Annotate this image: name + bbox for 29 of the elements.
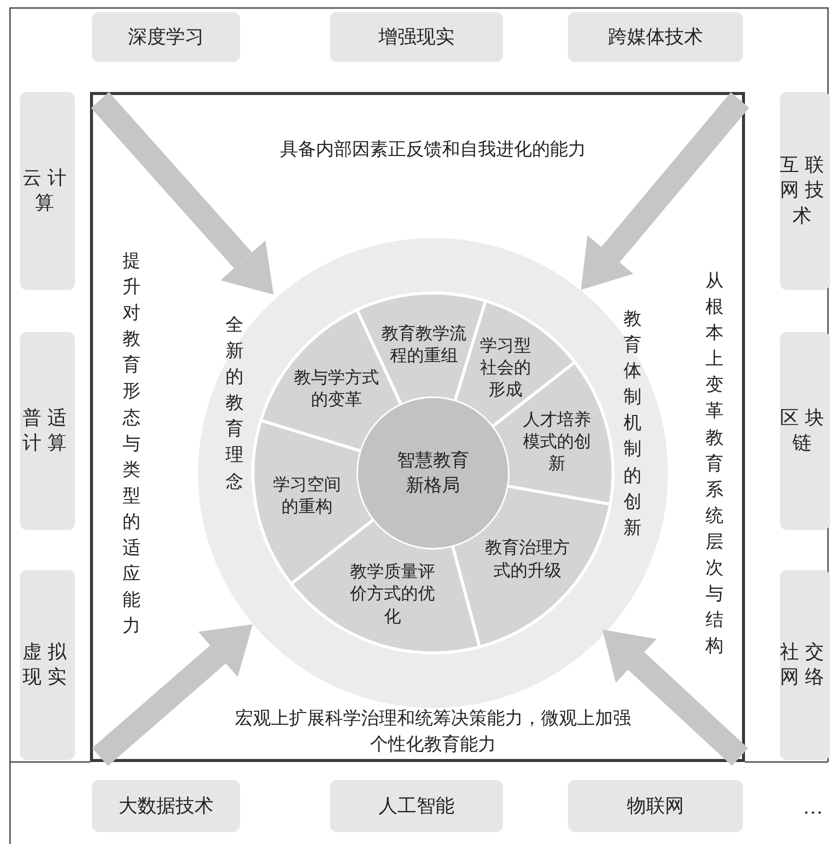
arrow xyxy=(91,92,274,295)
technology-box: 互联网技术 xyxy=(780,92,830,290)
technology-box: 区块链 xyxy=(780,332,830,530)
ellipsis-label: … xyxy=(803,796,823,820)
segment-label: 学习型社会的形成 xyxy=(480,334,531,401)
segment-label: 学习空间的重构 xyxy=(273,474,342,518)
technology-box: 深度学习 xyxy=(92,12,240,62)
ring-label: 教育体制机制的创新 xyxy=(624,308,642,540)
technology-box: 人工智能 xyxy=(330,780,503,832)
technology-box: 社交网络 xyxy=(780,570,830,760)
caption-text: 从根本上变革教育系统层次与结构 xyxy=(706,269,724,658)
arrow xyxy=(92,624,253,766)
caption-text: 宏观上扩展科学治理和统筹决策能力，微观上加强个性化教育能力 xyxy=(234,706,632,756)
ring-label: 全新的教育理念 xyxy=(226,314,244,494)
technology-box: 跨媒体技术 xyxy=(568,12,743,62)
arrow xyxy=(580,92,750,290)
technology-box: 增强现实 xyxy=(330,12,503,62)
technology-box: 云计算 xyxy=(20,92,75,290)
technology-box: 普适计算 xyxy=(20,332,75,530)
technology-box: 虚拟现实 xyxy=(20,570,75,760)
caption-text: 具备内部因素正反馈和自我进化的能力 xyxy=(279,138,587,161)
frame-box xyxy=(90,92,745,762)
arrow xyxy=(602,630,748,766)
segment-label: 教育教学流程的重组 xyxy=(382,323,467,368)
technology-box: 大数据技术 xyxy=(92,780,240,832)
segment-label: 教学质量评价方式的优化 xyxy=(350,561,435,628)
technology-box: 物联网 xyxy=(568,780,743,832)
segment-label: 人才培养模式的创新 xyxy=(522,408,592,476)
caption-text: 提升对教育形态与类型的适应能力 xyxy=(122,249,142,638)
